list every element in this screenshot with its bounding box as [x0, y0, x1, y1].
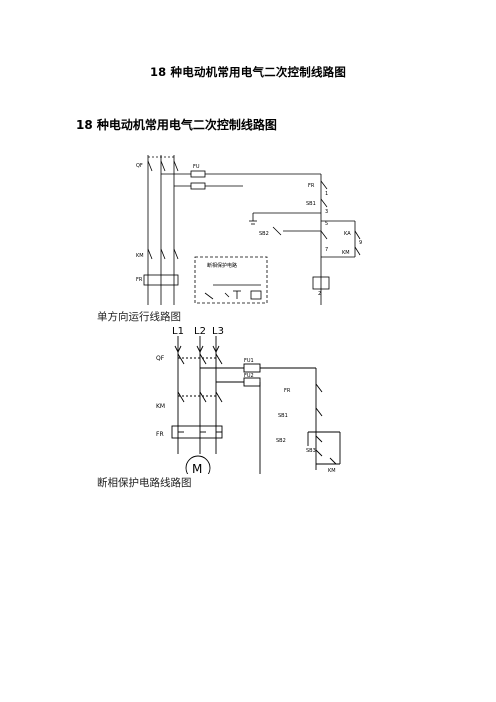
fr-relay-label: FR	[136, 277, 143, 283]
l2-label: L2	[194, 326, 206, 337]
protection-box-label: 断相保护电路	[207, 262, 237, 269]
fu1-label: FU1	[244, 358, 254, 364]
km-aux-label-2: KM	[328, 468, 336, 474]
document-heading: 18 种电动机常用电气二次控制线路图	[76, 118, 277, 132]
single-direction-circuit-diagram: QF FU FR SB1 SB2 KM FR KA KM 1 3 5 7 9 2…	[136, 155, 362, 305]
node-7: 7	[325, 247, 328, 253]
sb2-label-2: SB2	[276, 438, 286, 444]
node-2: 2	[318, 291, 321, 297]
document-title: 18 种电动机常用电气二次控制线路图	[149, 65, 347, 79]
km-label: KM	[136, 253, 144, 259]
fr-contact-label: FR	[284, 388, 291, 394]
sb2-label: SB2	[259, 231, 269, 237]
node-5: 5	[325, 221, 328, 227]
node-9: 9	[359, 240, 362, 246]
sb1-label-2: SB1	[278, 413, 288, 419]
qf-label-2: QF	[156, 355, 165, 362]
ka-label: KA	[344, 231, 351, 237]
node-1: 1	[325, 191, 328, 197]
qf-label: QF	[136, 163, 143, 169]
fr-label-2: FR	[156, 431, 164, 438]
sb1-label: SB1	[306, 201, 316, 207]
km-aux-label: KM	[342, 250, 350, 256]
motor-label: M	[192, 462, 202, 474]
fu-label: FU	[193, 164, 200, 170]
node-3: 3	[325, 209, 328, 215]
fr-label: FR	[308, 183, 315, 189]
sb3-label: SB3	[306, 448, 316, 454]
l3-label: L3	[212, 326, 224, 337]
phase-loss-protection-diagram: L1 L2 L3 QF KM FR FU1 FU2 FR SB1 SB2 SB3…	[156, 326, 341, 474]
l1-label: L1	[172, 326, 184, 337]
fu2-label: FU2	[244, 373, 254, 379]
diagram1-caption: 单方向运行线路图	[97, 311, 181, 323]
diagram2-caption: 断相保护电路线路图	[97, 477, 192, 489]
km-label-2: KM	[156, 403, 165, 410]
